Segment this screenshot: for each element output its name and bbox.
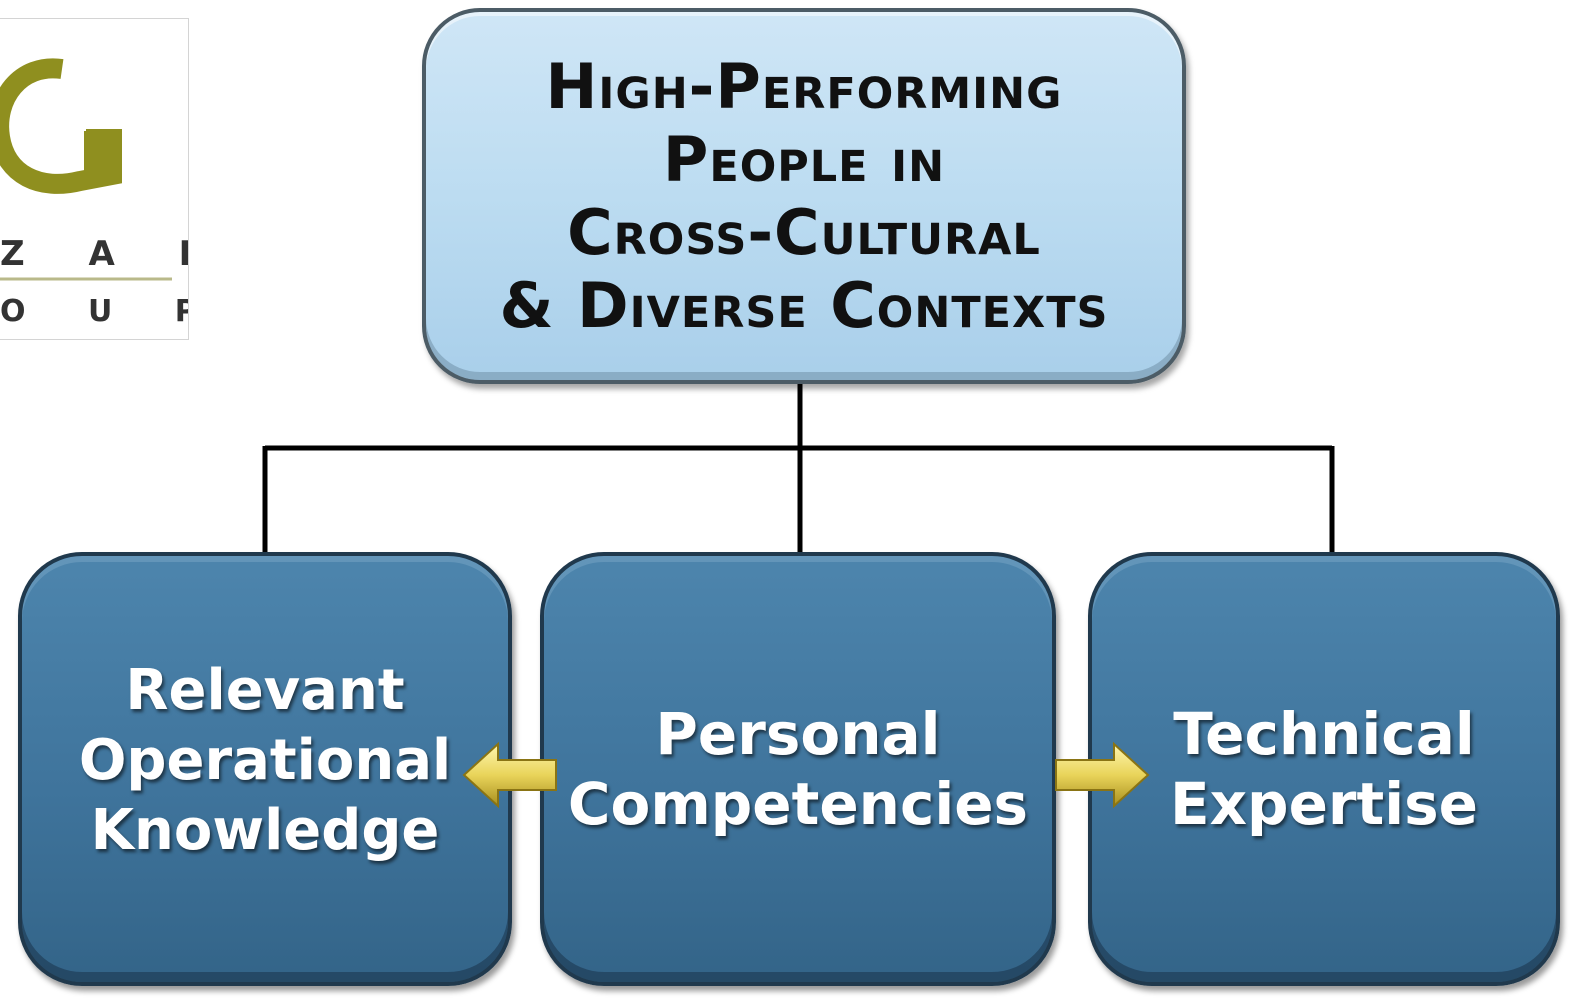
arrow-left-icon — [462, 741, 557, 809]
root-line-2: People in — [662, 123, 946, 196]
node-label-line: Knowledge — [90, 798, 440, 863]
node-label: Personal Competencies — [568, 699, 1028, 839]
logo-text-bottom: O U P — [0, 294, 188, 329]
node-label-line: Competencies — [567, 770, 1029, 838]
root-node: High-Performing People in Cross-Cultural… — [422, 8, 1186, 384]
node-technical-expertise: Technical Expertise — [1088, 552, 1560, 986]
node-personal-competencies: Personal Competencies — [540, 552, 1056, 986]
root-line-1: High-Performing — [545, 50, 1063, 123]
logo-text-top: Z A I — [0, 234, 188, 274]
node-label-line: Expertise — [1170, 770, 1478, 838]
root-node-title: High-Performing People in Cross-Cultural… — [499, 50, 1108, 342]
node-label-line: Personal — [655, 700, 941, 768]
arrow-right-icon — [1055, 741, 1150, 809]
node-label-line: Technical — [1173, 700, 1475, 768]
logo-graphic: Z A I O U P — [0, 58, 188, 329]
node-label: Technical Expertise — [1170, 699, 1478, 839]
root-line-4: & Diverse Contexts — [499, 269, 1109, 342]
node-relevant-operational-knowledge: Relevant Operational Knowledge — [18, 552, 512, 986]
company-logo: Z A I O U P — [0, 18, 189, 340]
node-label-line: Operational — [78, 728, 452, 793]
node-label-line: Relevant — [125, 658, 405, 723]
logo-g-bar — [84, 131, 114, 179]
logo-g-mark — [0, 58, 122, 194]
node-label: Relevant Operational Knowledge — [79, 656, 451, 866]
root-line-3: Cross-Cultural — [567, 196, 1041, 269]
